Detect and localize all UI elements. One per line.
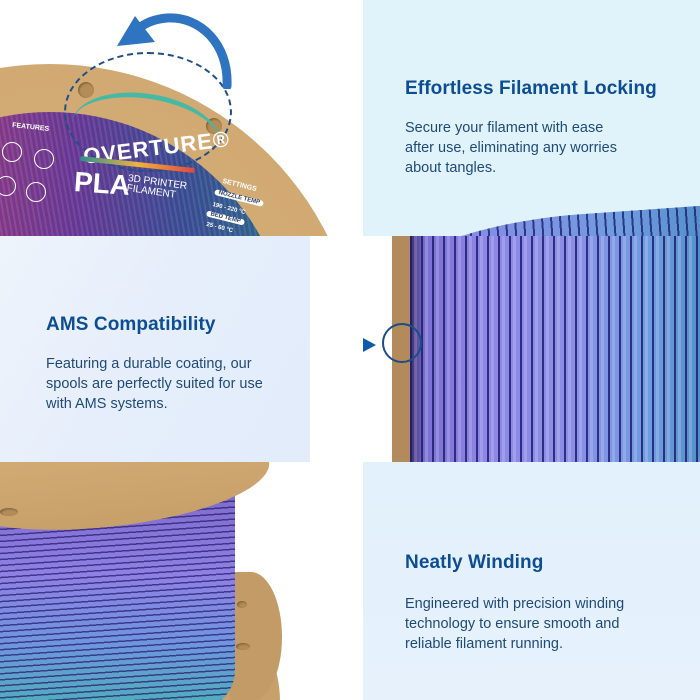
feature-panel-ams-compatibility: AMS Compatibility Featuring a durable co… xyxy=(0,236,310,462)
printer-icon xyxy=(0,176,16,196)
feature-title: AMS Compatibility xyxy=(46,314,216,335)
feature-description: Engineered with precision winding techno… xyxy=(405,596,625,652)
flange-hole xyxy=(0,508,18,516)
spool-locking-image: FEATURES OVERTURE® PLA 3D PRINTER FILAME… xyxy=(0,0,363,236)
feature-panel-neatly-winding: Neatly Winding Engineered with precision… xyxy=(363,462,700,700)
filament-edge-top xyxy=(390,200,700,236)
feature-title: Neatly Winding xyxy=(405,552,544,573)
feature-description: Featuring a durable coating, our spools … xyxy=(46,356,263,412)
feature-description: Secure your filament with ease after use… xyxy=(405,120,617,176)
material-label: PLA xyxy=(73,166,132,201)
circle-highlight-icon xyxy=(382,323,422,363)
flange-hole xyxy=(236,643,250,650)
feature-panel-filament-locking: Effortless Filament Locking Secure your … xyxy=(363,0,700,236)
diamond-icon xyxy=(34,149,54,169)
spool-flange-rim xyxy=(230,572,282,700)
rotate-arrow-icon xyxy=(117,13,232,89)
feature-title: Effortless Filament Locking xyxy=(405,78,657,99)
triangle-pointer-icon xyxy=(363,338,376,352)
flange-hole xyxy=(237,601,247,608)
filament-strands xyxy=(410,236,700,462)
dashed-highlight-ellipse xyxy=(64,52,232,172)
palette-icon xyxy=(2,142,22,162)
filament-closeup-image xyxy=(310,236,700,462)
spool-icon xyxy=(26,182,46,202)
spool-winding-image xyxy=(0,462,363,700)
